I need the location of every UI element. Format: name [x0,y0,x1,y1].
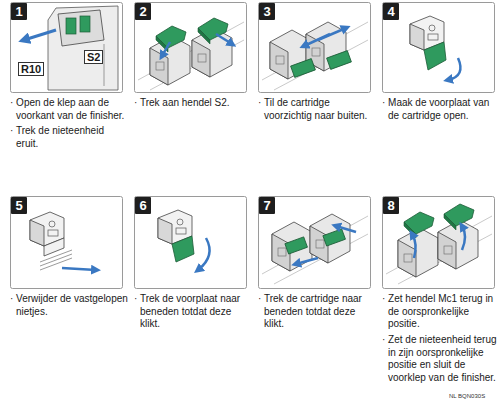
step-number-badge: 4 [383,3,399,20]
instruction-text: · Trek de cartridge naar beneden totdat … [258,293,376,331]
instruction-text: · Zet de nieteenheid terug in zijn oorsp… [382,334,499,384]
part-label: R10 [18,62,44,76]
instruction-text: · Trek de voorplaat naar beneden totdat … [134,293,252,331]
instruction-text: · Trek aan hendel S2. [134,97,252,110]
step-number-badge: 2 [135,3,151,20]
step-number-badge: 7 [259,197,275,214]
part-label: S2 [84,50,103,64]
step-number-badge: 8 [383,197,399,214]
instruction-text: · Open de klep aan de voorkant van de fi… [10,97,128,122]
step-number: 8 [383,197,399,214]
step-number: 6 [135,197,151,214]
step-number: 2 [135,3,151,20]
step-number-badge: 1 [11,3,27,20]
instruction-text: · Zet hendel Mc1 terug in de oorspronkel… [382,293,499,331]
instruction-text: · Verwijder de vastgelopen nietjes. [10,293,128,318]
instruction-text: · Til de cartridge voorzichtig naar buit… [258,97,376,122]
step-number: 3 [259,3,275,20]
figure-code: NL BQN030S [449,393,485,400]
step-number-badge: 6 [135,197,151,214]
instruction-text: · Maak de voorplaat van de cartridge ope… [382,97,499,122]
step-number: 5 [11,197,27,214]
step-number: 1 [11,3,27,20]
step-number: 7 [259,197,275,214]
step-number-badge: 5 [11,197,27,214]
instruction-text: · Trek de nieteenheid eruit. [10,125,128,150]
step-number: 4 [383,3,399,20]
step-number-badge: 3 [259,3,275,20]
